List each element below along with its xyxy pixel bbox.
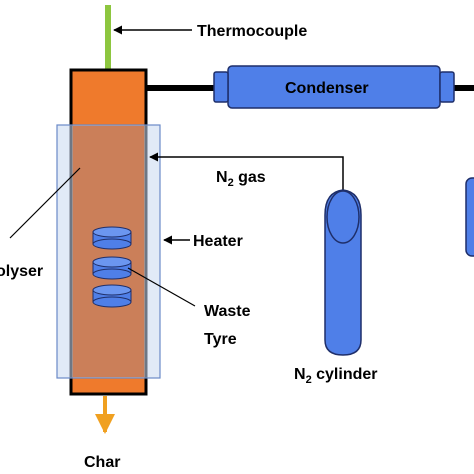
char-label: Char xyxy=(84,454,120,471)
waste-label: Waste xyxy=(204,303,251,320)
tyre-piece xyxy=(92,256,132,280)
n2-gas-label: N2 gas xyxy=(216,169,266,189)
pyrolyser-pointer xyxy=(9,167,81,239)
collector-vessel-partial xyxy=(465,177,474,257)
n2-cylinder xyxy=(324,189,362,356)
n2-gas-line xyxy=(149,152,344,190)
pyrolyser-label: olyser xyxy=(0,263,43,280)
reactor-inner xyxy=(73,126,144,377)
waste-tyre-pointer xyxy=(127,267,196,307)
condenser-label: Condenser xyxy=(285,80,369,97)
condenser: Condenser xyxy=(213,65,455,109)
tyre-label: Tyre xyxy=(204,331,237,348)
waste-tyre-stack xyxy=(92,226,132,308)
n2-cylinder-label: N2 cylinder xyxy=(294,366,378,386)
tyre-piece xyxy=(92,284,132,308)
thermocouple-label: Thermocouple xyxy=(197,23,307,40)
heater-label: Heater xyxy=(193,233,243,250)
tyre-piece xyxy=(92,226,132,250)
